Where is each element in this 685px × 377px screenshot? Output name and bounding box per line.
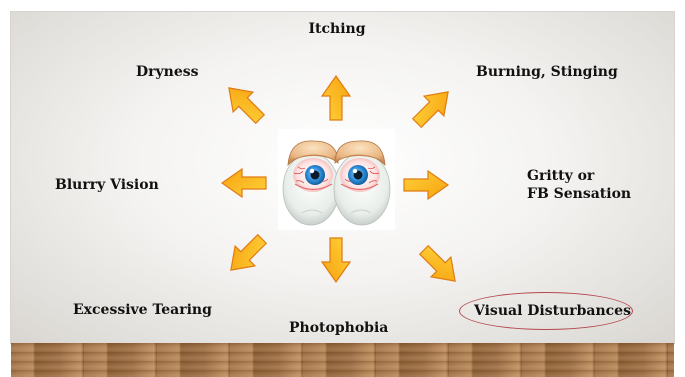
- symptom-label-burning-stinging: Burning, Stinging: [476, 64, 618, 81]
- symptom-label-gritty-line2: FB Sensation: [527, 186, 631, 203]
- arrow-down-left: [221, 229, 272, 280]
- symptom-label-excessive-tearing: Excessive Tearing: [73, 302, 212, 319]
- symptom-label-visual-disturbances: Visual Disturbances: [474, 303, 631, 320]
- symptom-label-dryness: Dryness: [136, 64, 199, 81]
- eyes-icon: [278, 129, 395, 230]
- arrow-down: [322, 238, 350, 282]
- arrow-up-left: [219, 78, 270, 129]
- arrow-right: [404, 171, 448, 199]
- arrow-down-right: [414, 240, 465, 291]
- symptom-label-gritty-line1: Gritty or: [527, 168, 594, 185]
- arrow-up: [322, 76, 350, 120]
- symptom-label-itching: Itching: [300, 21, 374, 38]
- arrow-left: [222, 169, 266, 197]
- irritated-eyes-illustration: [278, 129, 395, 230]
- symptom-label-photophobia: Photophobia: [289, 320, 388, 337]
- symptom-label-blurry-vision: Blurry Vision: [55, 177, 159, 194]
- arrow-up-right: [407, 82, 458, 133]
